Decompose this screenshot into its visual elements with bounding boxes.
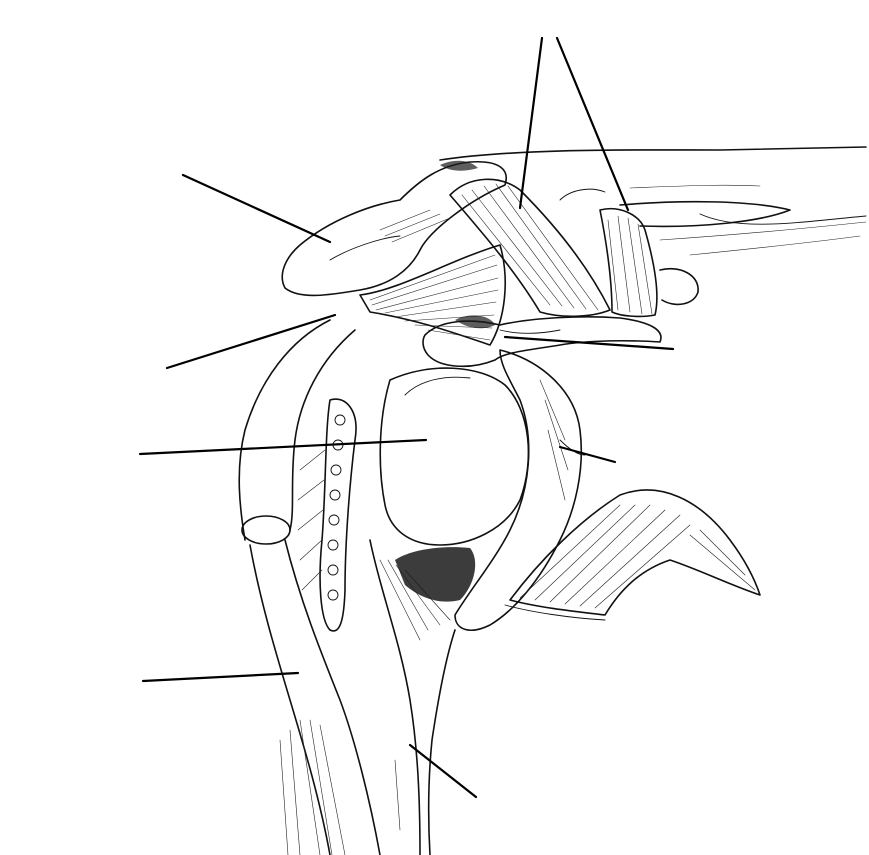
clavicle — [440, 147, 866, 255]
humeral-head — [380, 368, 528, 545]
leader-line-biceps — [143, 673, 298, 681]
leader-line-humerus — [410, 745, 476, 797]
leader-line-cc-ligament-left — [520, 38, 542, 208]
coracoid-process — [423, 317, 661, 366]
coracoclavicular-ligaments — [450, 179, 698, 316]
leader-line-capsule — [560, 447, 615, 462]
biceps-tendon — [239, 320, 380, 855]
leader-line-ca-ligament — [167, 315, 335, 368]
leader-line-acromion — [183, 175, 330, 242]
leader-line-humeral-head — [140, 440, 426, 454]
leader-line-cc-ligament-right — [557, 38, 628, 210]
leader-line-coracoid — [505, 337, 673, 349]
transverse-humeral-ligament — [298, 399, 356, 631]
tuberosity-shading — [395, 161, 495, 602]
subscapularis-muscle — [505, 490, 760, 620]
